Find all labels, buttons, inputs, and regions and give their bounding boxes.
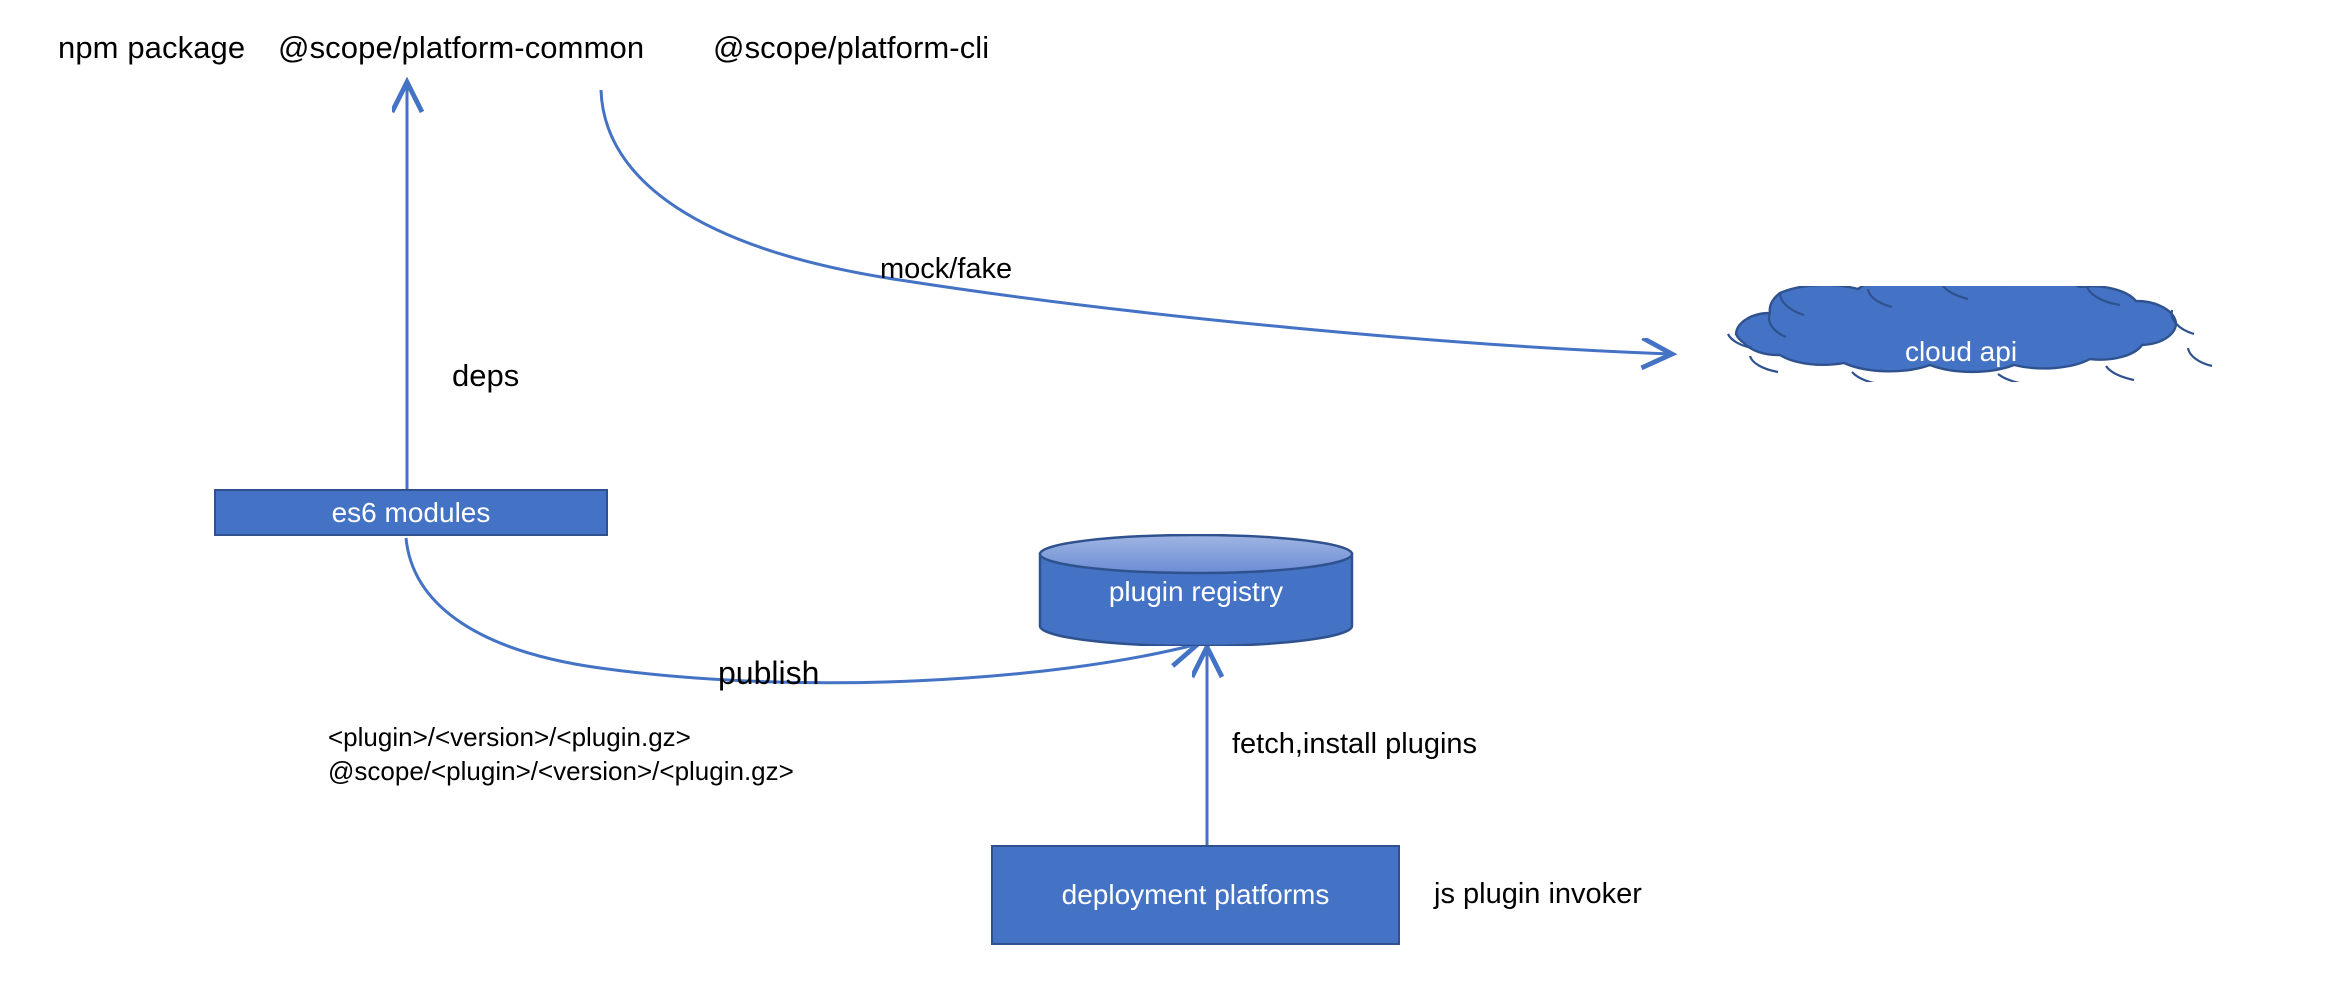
edge-label-deps: deps [452, 358, 520, 393]
edge-label-mock-fake: mock/fake [880, 253, 1013, 285]
node-es6-modules-label: es6 modules [331, 496, 491, 528]
edge-mock-fake [599, 89, 1672, 354]
annotation-plugin-path-line-1: <plugin>/<version>/<plugin.gz> [328, 722, 691, 752]
label-npm-package: npm package [58, 30, 246, 65]
node-es6-modules[interactable]: es6 modules [214, 489, 608, 536]
annotation-plugin-path-line-2: @scope/<plugin>/<version>/<plugin.gz> [328, 756, 794, 786]
node-deployment-platforms[interactable]: deployment platforms [991, 845, 1400, 945]
node-deployment-platforms-label: deployment platforms [1061, 879, 1330, 910]
node-cloud-api[interactable] [1676, 286, 2246, 382]
node-plugin-registry[interactable] [1038, 534, 1354, 646]
annotation-js-plugin-invoker: js plugin invoker [1434, 878, 1642, 910]
label-scope-platform-cli: @scope/platform-cli [713, 30, 990, 65]
edge-label-fetch-install: fetch,install plugins [1232, 728, 1478, 760]
label-scope-platform-common: @scope/platform-common [278, 30, 645, 65]
edge-label-publish: publish [718, 655, 820, 691]
